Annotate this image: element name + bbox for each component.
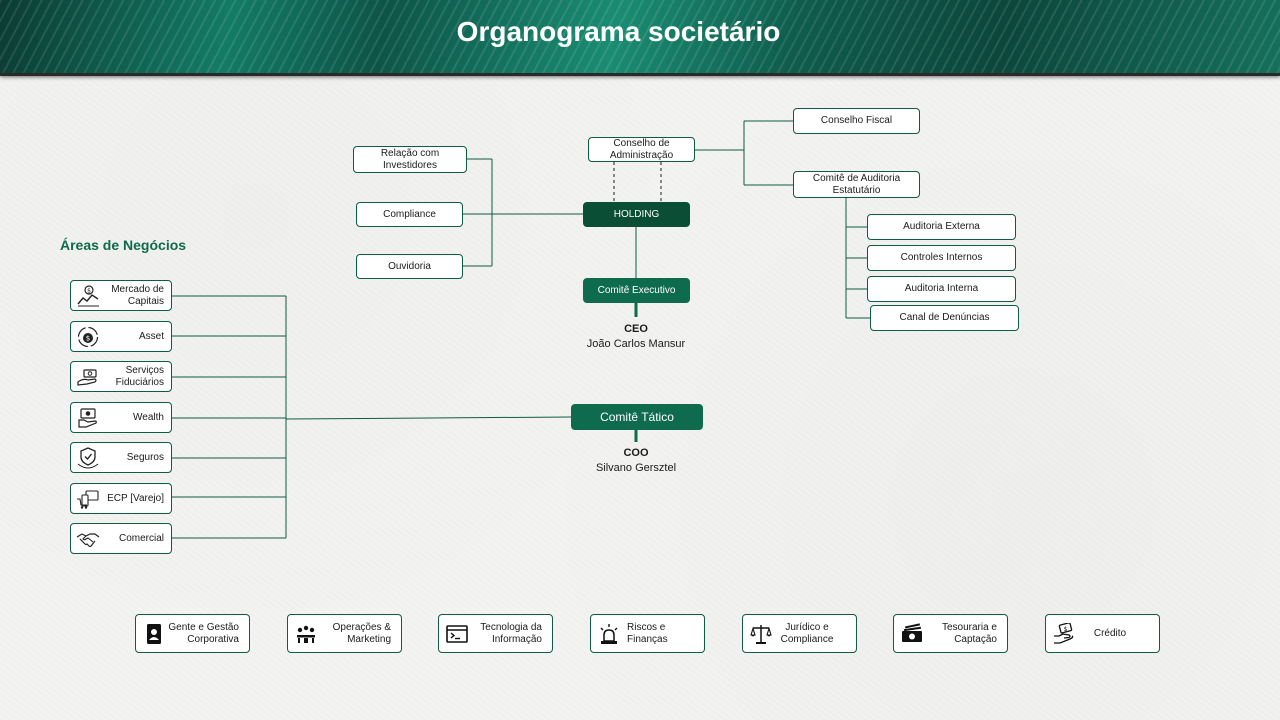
- scales-icon: [750, 625, 772, 644]
- business-area-wealth: Wealth: [70, 402, 172, 433]
- id-badge-icon: [147, 624, 161, 644]
- retail-devices-icon: [77, 490, 99, 509]
- svg-text:$: $: [1064, 626, 1068, 633]
- support-area-tesouraria-captacao: Tesouraria e Captação: [893, 614, 1008, 653]
- support-area-operacoes-marketing: Operações & Marketing: [287, 614, 402, 653]
- controles-internos-box: Controles Internos: [867, 245, 1016, 271]
- hand-money-icon: [77, 369, 97, 386]
- ouvidoria-box: Ouvidoria: [356, 254, 463, 279]
- header-banner: Organograma societário: [0, 0, 1280, 76]
- comite-executivo-box: Comitê Executivo: [583, 278, 690, 303]
- business-area-ecp-varejo: ECP [Varejo]: [70, 483, 172, 514]
- support-area-riscos-financas: Riscos e Finanças: [590, 614, 705, 653]
- ceo-name: João Carlos Mansur: [586, 338, 686, 350]
- alarm-light-icon: [600, 624, 618, 644]
- coo-role: COO: [623, 447, 649, 459]
- svg-text:$: $: [87, 288, 91, 295]
- coo-name: Silvano Gersztel: [595, 462, 677, 474]
- business-area-mercado-capitais: $ Mercado de Capitais: [70, 280, 172, 311]
- credit-hand-icon: $: [1054, 623, 1074, 644]
- comite-tatico-box: Comitê Tático: [571, 404, 703, 430]
- canal-denuncias-box: Canal de Denúncias: [870, 305, 1019, 331]
- page-title: Organograma societário: [456, 16, 781, 47]
- support-area-credito: $ Crédito: [1045, 614, 1160, 653]
- ceo-info: CEO João Carlos Mansur: [566, 322, 706, 352]
- business-area-asset: $ Asset: [70, 321, 172, 352]
- business-area-comercial: Comercial: [70, 523, 172, 554]
- comite-auditoria-box: Comitê de Auditoria Estatutário: [793, 171, 920, 198]
- terminal-icon: [446, 625, 468, 643]
- compliance-box: Compliance: [356, 202, 463, 227]
- auditoria-externa-box: Auditoria Externa: [867, 214, 1016, 240]
- ceo-role: CEO: [624, 323, 648, 335]
- coo-info: COO Silvano Gersztel: [566, 446, 706, 476]
- conselho-fiscal-box: Conselho Fiscal: [793, 108, 920, 134]
- holding-box: HOLDING: [583, 202, 690, 227]
- shield-hand-icon: [77, 447, 99, 469]
- team-meeting-icon: [297, 625, 315, 643]
- support-area-tecnologia: Tecnologia da Informação: [438, 614, 553, 653]
- wealth-hand-icon: [78, 408, 97, 428]
- support-area-gente-gestao: Gente e Gestão Corporativa: [135, 614, 250, 653]
- auditoria-interna-box: Auditoria Interna: [867, 276, 1016, 302]
- cash-icon: [902, 623, 922, 642]
- business-areas-title: Áreas de Negócios: [60, 237, 187, 253]
- market-chart-icon: $: [77, 285, 99, 307]
- conselho-administracao-box: Conselho de Administração: [588, 137, 695, 162]
- relacao-investidores-box: Relação com Investidores: [353, 146, 467, 173]
- business-area-servicos-fiduciarios: Serviços Fiduciários: [70, 361, 172, 392]
- money-cycle-icon: $: [77, 326, 99, 348]
- handshake-icon: [76, 533, 100, 548]
- svg-text:$: $: [86, 335, 90, 343]
- business-area-seguros: Seguros: [70, 442, 172, 473]
- support-area-juridico-compliance: Jurídico e Compliance: [742, 614, 857, 653]
